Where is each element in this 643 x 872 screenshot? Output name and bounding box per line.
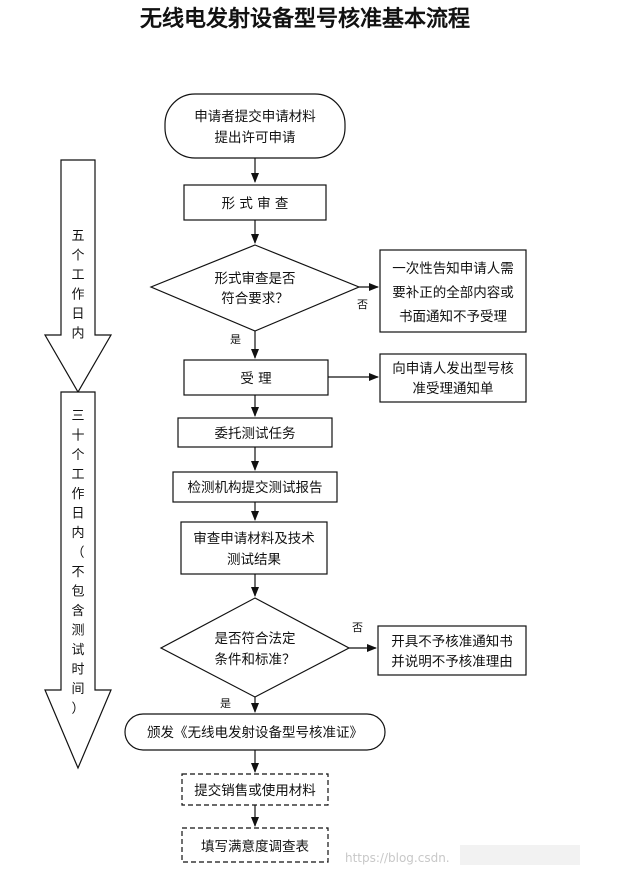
svg-text:一次性告知申请人需: 一次性告知申请人需 [392, 260, 514, 277]
side-label-char: 工 [71, 468, 84, 483]
review-materials-box: 审查申请材料及技术 测试结果 [180, 521, 328, 575]
side-label-char: 不 [71, 565, 84, 580]
svg-text:检测机构提交测试报告: 检测机构提交测试报告 [188, 479, 323, 496]
side-label-char: 五 [71, 229, 84, 244]
delegate-test-box: 委托测试任务 [177, 417, 333, 448]
no-label-1: 否 [357, 298, 368, 311]
svg-text:条件和标准？: 条件和标准？ [215, 651, 296, 668]
side-label-char: 时 [71, 663, 84, 678]
svg-text:要补正的全部内容或: 要补正的全部内容或 [392, 284, 514, 301]
svg-text:受 理: 受 理 [240, 371, 272, 387]
svg-text:颁发《无线电发射设备型号核准证》: 颁发《无线电发射设备型号核准证》 [147, 724, 363, 741]
side-label-char: 作 [71, 487, 84, 502]
accept-box: 受 理 [183, 359, 329, 396]
svg-text:准受理通知单: 准受理通知单 [413, 380, 494, 397]
submit-sales-box: 提交销售或使用材料 [181, 773, 329, 806]
svg-text:是否符合法定: 是否符合法定 [215, 631, 296, 647]
svg-text:并说明不予核准理由: 并说明不予核准理由 [391, 654, 513, 670]
side-label-char: ） [71, 702, 84, 717]
svg-text:申请者提交申请材料: 申请者提交申请材料 [194, 108, 316, 125]
side-label-char: 测 [71, 624, 84, 639]
side-label-char: 包 [71, 585, 84, 600]
svg-text:提交销售或使用材料: 提交销售或使用材料 [194, 782, 316, 799]
side-label-char: 间 [71, 682, 84, 697]
decision-legal-standard: 是否符合法定 条件和标准？ [159, 597, 351, 698]
page-title: 无线电发射设备型号核准基本流程 [140, 6, 470, 32]
svg-text:书面通知不予受理: 书面通知不予受理 [399, 308, 507, 325]
side-label-char: 内 [71, 525, 84, 541]
svg-text:填写满意度调查表: 填写满意度调查表 [201, 838, 309, 855]
yes-label-1: 是 [230, 333, 241, 346]
accept-notice-box: 向申请人发出型号核 准受理通知单 [379, 353, 527, 403]
side-label-char: 含 [71, 603, 84, 619]
side-label-char: 日 [71, 507, 84, 522]
decision-formal-review: 形式审查是否 符合要求？ [149, 244, 361, 332]
side-label-char: 试 [71, 643, 84, 658]
side-label-char: 个 [71, 448, 84, 463]
svg-text:委托测试任务: 委托测试任务 [215, 426, 296, 442]
svg-text:开具不予核准通知书: 开具不予核准通知书 [391, 633, 513, 650]
side-label-char: 三 [71, 409, 84, 424]
side-label-char: 作 [71, 288, 84, 303]
no-label-2: 否 [352, 621, 363, 634]
survey-box: 填写满意度调查表 [181, 827, 329, 863]
formal-review-box: 形 式 审 查 [183, 184, 327, 221]
start-node: 申请者提交申请材料 提出许可申请 [164, 93, 346, 159]
watermark: https://blog.csdn. [345, 851, 450, 865]
watermark-blur [460, 845, 580, 865]
test-report-box: 检测机构提交测试报告 [172, 471, 338, 503]
side-label-char: 十 [71, 429, 84, 444]
svg-text:形式审查是否: 形式审查是否 [215, 271, 296, 287]
side-label-char: （ [71, 546, 84, 561]
svg-text:审查申请材料及技术: 审查申请材料及技术 [193, 531, 315, 547]
notify-correction-box: 一次性告知申请人需 要补正的全部内容或 书面通知不予受理 [379, 249, 527, 333]
svg-text:提出许可申请: 提出许可申请 [215, 130, 296, 146]
connectors [251, 158, 379, 827]
yes-label-2: 是 [220, 697, 231, 710]
side-label-char: 个 [71, 249, 84, 264]
issue-certificate-node: 颁发《无线电发射设备型号核准证》 [124, 713, 386, 751]
side-label-char: 日 [71, 307, 84, 322]
svg-text:测试结果: 测试结果 [227, 552, 281, 568]
side-label-char: 内 [71, 326, 84, 342]
side-label-char: 工 [71, 268, 84, 283]
svg-text:向申请人发出型号核: 向申请人发出型号核 [392, 361, 514, 377]
svg-text:符合要求？: 符合要求？ [221, 291, 289, 307]
reject-notice-box: 开具不予核准通知书 并说明不予核准理由 [377, 625, 527, 676]
svg-text:形 式 审 查: 形 式 审 查 [222, 196, 289, 212]
